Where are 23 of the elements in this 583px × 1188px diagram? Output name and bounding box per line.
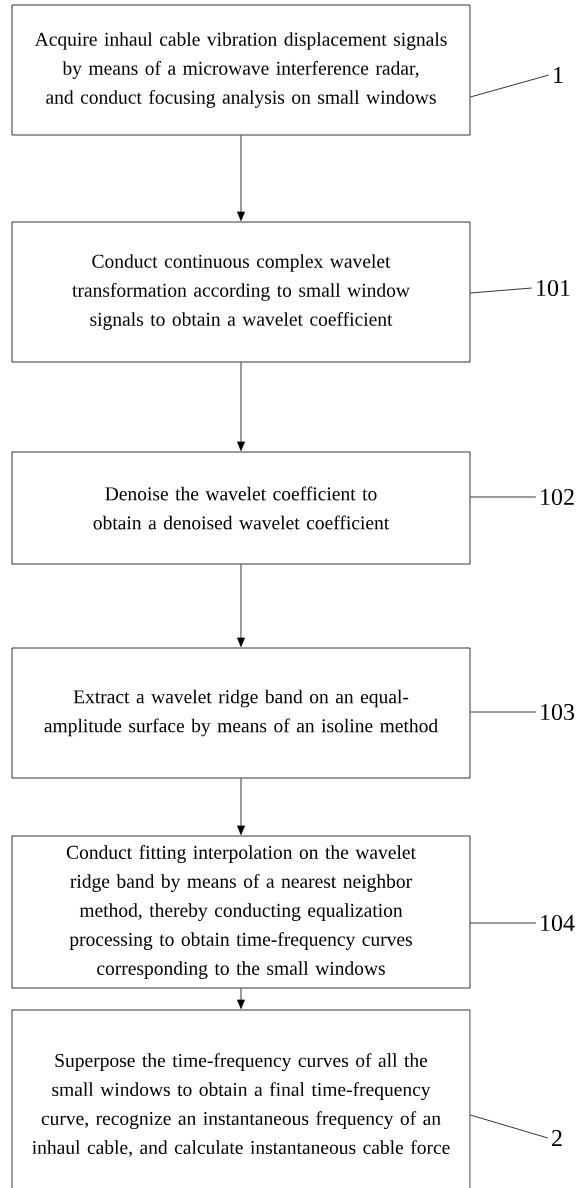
arrow xyxy=(237,564,245,647)
leader-line xyxy=(470,496,537,498)
arrow xyxy=(237,135,245,221)
process-box: Conduct continuous complex wavelet transformation according to small window signals to obtain a wavelet coefficient xyxy=(11,221,471,363)
leader-line xyxy=(470,74,550,98)
arrow xyxy=(237,988,245,1009)
step-number: 2 xyxy=(552,1130,562,1146)
process-box: Superpose the time-frequency curves of all the small windows to obtain a final time-frequency curve, recognize an instantaneous frequency of an inhaul cable, and calculate instantaneous cable force xyxy=(11,1009,471,1188)
step-number: 1 xyxy=(554,67,563,83)
leader-line xyxy=(470,922,537,924)
leader-line xyxy=(470,1114,549,1139)
arrow xyxy=(237,362,245,451)
step-number: 102 xyxy=(541,488,574,506)
process-box: Acquire inhaul cable vibration displacement signals by means of a microwave interference radar, and conduct focusing analysis on small windows xyxy=(11,4,471,136)
step-number: 104 xyxy=(541,914,575,932)
leader-line xyxy=(470,711,537,713)
step-number: 101 xyxy=(537,279,570,297)
process-box: Conduct fitting interpolation on the wavelet ridge band by means of a nearest neighbor method, thereby conducting equalization processing to obtain time-frequency curves corresponding to the small windows xyxy=(11,835,471,989)
step-number: 103 xyxy=(541,703,575,721)
leader-line xyxy=(470,287,533,294)
arrow xyxy=(237,778,245,835)
process-box: Extract a wavelet ridge band on an equal-amplitude surface by means of an isoline method xyxy=(11,647,471,779)
process-box: Denoise the wavelet coefficient to obtain a denoised wavelet coefficient xyxy=(11,451,471,565)
